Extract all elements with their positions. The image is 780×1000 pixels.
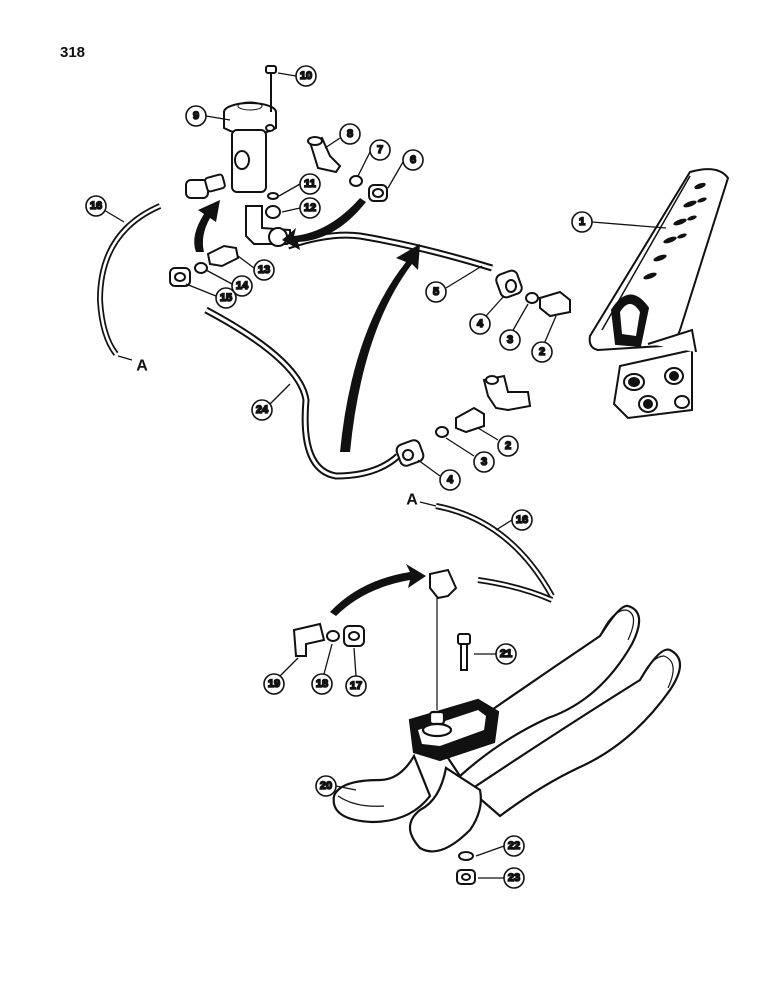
sleeve-3-lower (435, 426, 449, 438)
svg-text:4: 4 (477, 318, 484, 330)
callout-2-upper: 2 (531, 341, 553, 363)
bolt-10 (265, 65, 277, 112)
sleeve-18 (326, 630, 340, 642)
svg-text:21: 21 (500, 648, 512, 660)
callout-22: 22 (503, 835, 525, 857)
callout-17: 17 (345, 675, 367, 697)
svg-text:22: 22 (508, 840, 520, 852)
callout-15: 15 (215, 287, 237, 309)
foot-pedal-valve (588, 168, 730, 420)
svg-text:3: 3 (507, 334, 513, 346)
svg-text:16: 16 (90, 200, 102, 212)
arrow-to-horn-elbow (330, 564, 426, 616)
svg-text:15: 15 (220, 292, 232, 304)
big-arrow-to-tube (340, 244, 420, 452)
svg-text:3: 3 (481, 456, 487, 468)
callout-11: 11 (299, 173, 321, 195)
svg-text:10: 10 (300, 70, 312, 82)
svg-text:6: 6 (410, 154, 416, 166)
sleeve-14 (194, 262, 208, 274)
svg-text:2: 2 (539, 346, 545, 358)
leader-lines (103, 72, 667, 879)
callout-16-upper: 16 (85, 195, 107, 217)
callout-6: 6 (402, 149, 424, 171)
connector-13 (206, 244, 240, 268)
callout-13: 13 (253, 259, 275, 281)
connector-2-upper (539, 290, 571, 318)
callout-16-lower: 16 (511, 509, 533, 531)
callout-4-lower: 4 (439, 469, 461, 491)
svg-text:12: 12 (304, 202, 316, 214)
tubing (96, 203, 555, 603)
connector-2-lower (455, 406, 485, 434)
callout-9: 9 (185, 105, 207, 127)
elbow-fitting-8 (307, 136, 342, 174)
svg-text:20: 20 (320, 780, 332, 792)
svg-text:2: 2 (505, 440, 511, 452)
sleeve-3-upper (525, 292, 539, 304)
svg-text:5: 5 (433, 286, 439, 298)
svg-text:19: 19 (268, 678, 280, 690)
tee-fitting (482, 374, 532, 412)
callout-2-lower: 2 (497, 435, 519, 457)
sleeve-7 (349, 175, 363, 187)
svg-text:7: 7 (377, 144, 383, 156)
callout-4-upper: 4 (469, 313, 491, 335)
callout-8: 8 (339, 123, 361, 145)
nut-4-upper (495, 269, 523, 299)
svg-text:17: 17 (350, 680, 362, 692)
arrow-into-elbow (282, 198, 366, 250)
elbow-19 (292, 622, 326, 657)
callout-19: 19 (263, 673, 285, 695)
fitting-left-of-valve (185, 173, 226, 199)
twin-air-horn (332, 604, 682, 853)
svg-text:8: 8 (347, 128, 353, 140)
connection-label-a-lower: A (406, 492, 418, 509)
svg-text:23: 23 (508, 872, 520, 884)
tube-16-upper (96, 203, 162, 356)
callout-1: 1 (571, 211, 593, 233)
pedal-tread-slots (643, 182, 707, 280)
callout-7: 7 (369, 139, 391, 161)
callout-12: 12 (299, 197, 321, 219)
svg-text:4: 4 (447, 474, 454, 486)
nut-15 (169, 267, 191, 287)
horn-valve-body (223, 101, 277, 193)
callout-24: 24 (251, 399, 273, 421)
nut-17 (343, 625, 365, 647)
svg-text:18: 18 (316, 678, 328, 690)
callout-5: 5 (425, 281, 447, 303)
callout-18: 18 (311, 673, 333, 695)
bolt-21 (457, 633, 471, 671)
nut-6 (368, 184, 388, 202)
svg-text:24: 24 (256, 404, 269, 416)
callout-10: 10 (295, 65, 317, 87)
lock-washer-22 (458, 851, 474, 861)
svg-text:9: 9 (193, 110, 199, 122)
callout-3-lower: 3 (473, 451, 495, 473)
callout-23: 23 (503, 867, 525, 889)
callout-20: 20 (315, 775, 337, 797)
assembly-arrows (194, 198, 426, 616)
svg-text:14: 14 (236, 280, 249, 292)
callout-21: 21 (495, 643, 517, 665)
svg-text:1: 1 (579, 216, 585, 228)
elbow-horn-top (429, 568, 458, 710)
nut-4-lower (395, 439, 425, 467)
svg-text:13: 13 (258, 264, 270, 276)
callouts: 10 9 8 7 6 11 12 16 13 14 15 1 5 4 3 2 2… (85, 65, 593, 889)
callout-14: 14 (231, 275, 253, 297)
page-number: 318 (60, 44, 86, 61)
callout-3-upper: 3 (499, 329, 521, 351)
svg-text:16: 16 (516, 514, 528, 526)
nut-11-washer-12 (265, 192, 281, 219)
tube-5 (286, 231, 494, 272)
connection-label-a-left: A (136, 358, 148, 375)
nut-23 (456, 869, 476, 885)
svg-text:11: 11 (304, 178, 316, 190)
arrow-up-to-valve (194, 200, 220, 252)
